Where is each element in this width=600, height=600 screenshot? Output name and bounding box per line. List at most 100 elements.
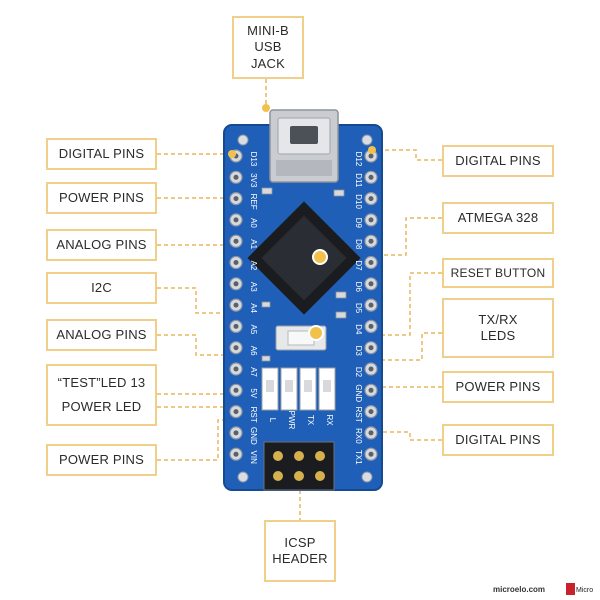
right-pin-d4-hole [368, 323, 374, 329]
right-pin-label-d10: D10 [354, 194, 363, 209]
left-pin-3v3-hole [233, 174, 239, 180]
label-power-pins-left-bottom: POWER PINS [46, 444, 157, 476]
left-pin-a6-hole [233, 345, 239, 351]
usb-label-line-3: JACK [250, 55, 286, 71]
right-pin-tx1-hole [368, 451, 374, 457]
led-label-l: L [268, 418, 277, 423]
left-pin-label-vin: VIN [249, 451, 258, 465]
status-leds [261, 367, 336, 411]
left-pin-label-a0: A0 [249, 218, 258, 228]
right-pin-d10-hole [368, 196, 374, 202]
label-icsp-header: ICSP HEADER [264, 520, 336, 582]
label-digital-pins-top-right: DIGITAL PINS [442, 145, 554, 177]
right-pin-label-d3: D3 [354, 346, 363, 357]
left-pin-label-a6: A6 [249, 346, 258, 356]
right-pin-gnd-hole [368, 387, 374, 393]
left-pin-label-a5: A5 [249, 325, 258, 335]
right-pin-label-d12: D12 [354, 152, 363, 167]
txrx-label-line-2: LEDS [480, 328, 516, 343]
left-pin-label-d13: D13 [249, 152, 258, 167]
label-power-pins-left: POWER PINS [46, 182, 157, 214]
label-test-led-13: “TEST”LED 13 [57, 375, 146, 391]
right-pin-d11-hole [368, 174, 374, 180]
right-pin-d12-hole [368, 153, 374, 159]
label-i2c: I2C [46, 272, 157, 304]
atmega-chip [247, 201, 361, 315]
label-digital-pins-bottom-right: DIGITAL PINS [442, 424, 554, 456]
left-pin-label-a1: A1 [249, 239, 258, 249]
left-pin-a1-hole [233, 238, 239, 244]
left-pin-label-gnd: GND [249, 427, 258, 445]
icsp-header-part [263, 441, 335, 491]
txrx-label-line-1: TX/RX [478, 311, 518, 327]
right-pin-label-d6: D6 [354, 282, 363, 293]
right-pin-label-d8: D8 [354, 239, 363, 250]
right-pin-d7-hole [368, 260, 374, 265]
left-pin-a7-hole [233, 366, 239, 372]
left-pin-a0-hole [233, 217, 239, 223]
usb-label-line-1: MINI-B [247, 23, 289, 39]
right-pin-d2-hole [368, 366, 374, 372]
left-pin-label-a4: A4 [249, 303, 258, 313]
left-pin-label-rst: RST [249, 407, 258, 423]
left-pin-vin-hole [233, 451, 239, 457]
right-pin-label-d5: D5 [354, 303, 363, 314]
watermark-text: microelo.com [493, 585, 546, 594]
led-label-tx: TX [306, 415, 315, 426]
right-pin-d8-hole [368, 238, 374, 244]
led-label-pwr: PWR [287, 411, 296, 430]
right-pin-d6-hole [368, 281, 374, 287]
watermark-logo: Micro [566, 582, 594, 596]
watermark-logo-text: Micro [576, 587, 593, 594]
usb-label-line-2: USB [254, 39, 282, 55]
right-pin-label-gnd: GND [354, 384, 363, 402]
icsp-label-line-2: HEADER [272, 551, 328, 566]
left-pin-label-a2: A2 [249, 261, 258, 271]
led-label-rx: RX [325, 414, 334, 426]
callout-dot-1 [228, 150, 236, 158]
label-reset-button: RESET BUTTON [442, 258, 554, 288]
left-pin-label-a3: A3 [249, 282, 258, 292]
left-pin-rst-hole [233, 409, 239, 415]
label-mini-b-usb-jack: MINI-B USB JACK [232, 16, 304, 79]
right-pin-d9-hole [368, 217, 374, 223]
right-pin-label-d11: D11 [354, 173, 363, 188]
right-pin-label-tx1: TX1 [354, 450, 363, 465]
left-pin-a4-hole [233, 302, 239, 308]
left-pin-a5-hole [233, 323, 239, 329]
callout-dot-0 [262, 104, 270, 112]
left-pin-label-3v3: 3V3 [249, 173, 258, 188]
left-pin-a3-hole [233, 281, 239, 287]
label-led-group: “TEST”LED 13 POWER LED [46, 364, 157, 426]
right-pin-rst-hole [368, 409, 374, 415]
left-pin-ref-hole [233, 196, 239, 202]
icsp-label-line-1: ICSP [284, 534, 316, 550]
reset-button-part [275, 325, 327, 351]
label-tx-rx-leds: TX/RX LEDS [442, 298, 554, 358]
right-pin-d5-hole [368, 302, 374, 308]
right-pin-label-d4: D4 [354, 324, 363, 335]
left-pin-5v-hole [233, 387, 239, 393]
left-pin-a2-hole [233, 260, 239, 265]
right-pin-label-d7: D7 [354, 260, 363, 271]
right-pin-label-d9: D9 [354, 218, 363, 229]
chip-callout-dot [312, 249, 328, 265]
left-pin-label-5v: 5V [249, 388, 258, 398]
right-pin-rx0-hole [368, 430, 374, 436]
label-power-pins-right: POWER PINS [442, 371, 554, 403]
left-pin-label-a7: A7 [249, 367, 258, 377]
right-pin-label-d2: D2 [354, 367, 363, 378]
label-atmega-328: ATMEGA 328 [442, 202, 554, 234]
smd-parts [261, 187, 347, 362]
callout-dot-2 [368, 146, 376, 154]
right-pin-label-rx0: RX0 [354, 428, 363, 444]
label-power-led: POWER LED [61, 398, 142, 414]
right-pin-d3-hole [368, 345, 374, 351]
label-analog-pins-left-top: ANALOG PINS [46, 229, 157, 261]
left-pin-label-ref: REF [249, 194, 258, 210]
usb-connector [269, 109, 339, 183]
label-analog-pins-left-bottom: ANALOG PINS [46, 319, 157, 351]
label-digital-pins-top-left: DIGITAL PINS [46, 138, 157, 170]
